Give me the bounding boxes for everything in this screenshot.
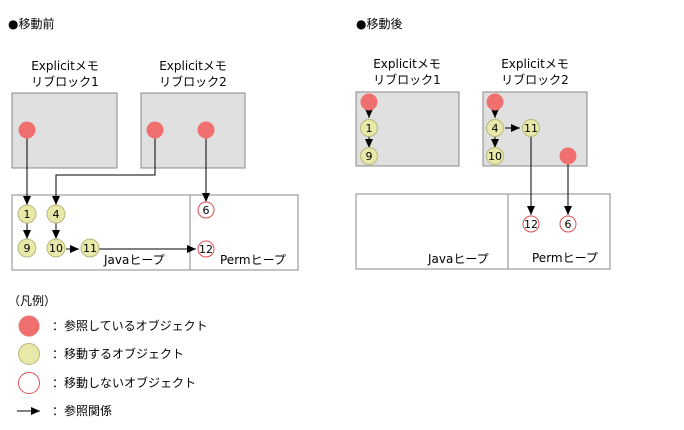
before-object-6-label: 6 — [203, 204, 210, 217]
legend-static-swatch — [18, 372, 40, 394]
after-referencing-object-3 — [559, 147, 577, 165]
after-object-1 — [360, 119, 378, 137]
legend: （凡例） ：参照しているオブジェクト ：移動するオブジェクト ：移動しないオブジ… — [8, 294, 208, 418]
before-perm-heap-label: Permヒープ — [220, 253, 286, 267]
after-object-4 — [486, 119, 504, 137]
before-object-11 — [80, 238, 100, 258]
after-title: ●移動後 — [356, 17, 402, 31]
after-object-6-label: 6 — [565, 218, 572, 231]
before-object-1-label: 1 — [24, 208, 31, 221]
before-object-10 — [46, 238, 66, 258]
after-object-11-label: 11 — [524, 122, 538, 135]
before-referencing-object-3 — [197, 121, 215, 139]
after-object-12-label: 12 — [524, 218, 538, 231]
after-perm-heap-label: Permヒープ — [532, 251, 598, 265]
before-block1-label-line2: リブロック1 — [31, 74, 99, 89]
legend-referencing-label: ：参照しているオブジェクト — [52, 318, 208, 333]
after-object-12 — [522, 215, 540, 233]
after-block1-label-line1: Explicitメモ — [373, 57, 441, 71]
after-object-9 — [360, 147, 378, 165]
before-referencing-object-2 — [146, 121, 164, 139]
before-object-10-label: 10 — [49, 242, 63, 255]
before-ref-r2-to-4 — [52, 130, 156, 205]
after-object-1-label: 1 — [366, 122, 373, 135]
before-object-6 — [197, 201, 215, 219]
before-object-9-label: 9 — [24, 242, 31, 255]
after-block1-label-line2: リブロック1 — [373, 72, 441, 87]
before-object-4 — [46, 204, 66, 224]
after-object-9-label: 9 — [366, 150, 373, 163]
after-referencing-object-1 — [360, 93, 378, 111]
before-block2-label-line1: Explicitメモ — [159, 59, 227, 73]
before-object-1 — [17, 204, 37, 224]
before-block2-label-line2: リブロック2 — [159, 74, 227, 89]
before-object-4-label: 4 — [53, 208, 60, 221]
before-section: ●移動前 Explicitメモ リブロック1 Explicitメモ リブロック2… — [8, 16, 299, 271]
after-object-10 — [486, 147, 504, 165]
legend-moving-label: ：移動するオブジェクト — [52, 346, 184, 361]
before-object-9 — [17, 238, 37, 258]
after-block2-label-line1: Explicitメモ — [501, 57, 569, 71]
legend-static-label: ：移動しないオブジェクト — [52, 375, 196, 390]
legend-moving-swatch — [18, 343, 40, 365]
after-section: ●移動後 Explicitメモ リブロック1 Explicitメモ リブロック2… — [355, 17, 611, 270]
before-object-11-label: 11 — [83, 242, 97, 255]
after-block2-label-line2: リブロック2 — [501, 72, 569, 87]
after-heap-divider — [507, 193, 610, 269]
before-java-heap-label: Javaヒープ — [103, 253, 165, 267]
before-object-12-label: 12 — [199, 243, 213, 256]
before-object-12 — [197, 240, 215, 258]
before-block1-label-line1: Explicitメモ — [31, 59, 99, 73]
after-object-10-label: 10 — [488, 150, 502, 163]
legend-referencing-swatch — [18, 315, 40, 337]
after-object-6 — [559, 215, 577, 233]
before-referencing-object-1 — [18, 121, 36, 139]
before-title: ●移動前 — [8, 16, 54, 31]
after-referencing-object-2 — [486, 93, 504, 111]
after-object-11 — [522, 119, 540, 137]
legend-title: （凡例） — [8, 294, 56, 308]
after-java-heap-label: Javaヒープ — [427, 252, 489, 266]
legend-arrow-label: ：参照関係 — [52, 403, 112, 418]
after-object-4-label: 4 — [492, 122, 499, 135]
